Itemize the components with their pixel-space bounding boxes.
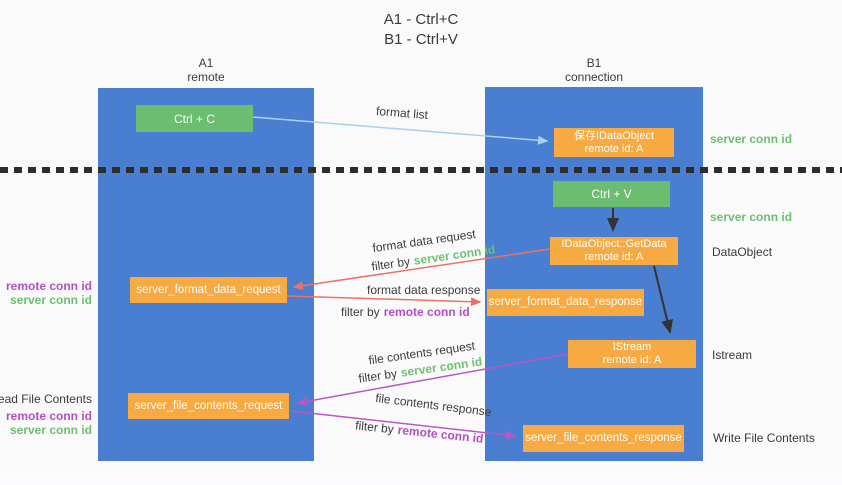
remote-conn-id-text: remote conn id	[397, 422, 485, 446]
filter-by-text: filter by	[354, 418, 395, 437]
annotation-left-top-group: remote conn id server conn id	[0, 279, 92, 307]
lifeline-header-right: B1 connection	[485, 56, 703, 84]
node-server-file-contents-response: server_file_contents_response	[523, 425, 684, 452]
node-ctrl-v-label: Ctrl + V	[591, 187, 632, 201]
annotation-read-file-contents: Read File Contents	[0, 392, 92, 406]
node-server-file-contents-request: server_file_contents_request	[128, 393, 289, 419]
node-istream: IStream remote id: A	[568, 340, 696, 368]
node-server-format-data-request-label: server_format_data_request	[136, 283, 281, 296]
annotation-left-bottom-group: Read File Contents remote conn id server…	[0, 392, 92, 437]
title-line-1: A1 - Ctrl+C	[383, 11, 459, 28]
annotation-write-file-contents: Write File Contents	[713, 431, 815, 445]
node-server-file-contents-request-label: server_file_contents_request	[134, 399, 283, 412]
remote-conn-id-text: remote conn id	[383, 305, 470, 319]
annotation-server-conn-id-right-1: server conn id	[710, 132, 793, 146]
lifeline-header-left: A1 remote	[98, 56, 314, 84]
annotation-remote-conn-id-left-top: remote conn id	[5, 279, 92, 293]
annotation-remote-conn-id-left-bottom: remote conn id	[5, 409, 92, 423]
node-idataobject-getdata-line2: remote id: A	[584, 251, 644, 263]
title-line-2: B1 - Ctrl+V	[384, 31, 458, 48]
node-save-dataobject: 保存IDataObject remote id: A	[554, 128, 674, 157]
lifeline-right-name: B1	[586, 56, 602, 70]
annotation-server-conn-id-left-bottom: server conn id	[9, 423, 92, 437]
phase-separator-dotted-line	[0, 167, 842, 173]
node-istream-line1: IStream	[612, 341, 652, 353]
footer-strip	[0, 471, 842, 485]
filter-by-text: filter by	[357, 366, 398, 386]
node-save-dataobject-line1: 保存IDataObject	[573, 129, 655, 142]
edge-label-format-data-response: format data response	[367, 283, 481, 297]
filter-by-text: filter by	[370, 254, 411, 274]
node-idataobject-getdata: IDataObject::GetData remote id: A	[550, 237, 678, 265]
annotation-dataobject: DataObject	[712, 245, 773, 259]
annotation-server-conn-id-right-2: server conn id	[710, 210, 793, 224]
edge-filter-file-contents-response: filter by remote conn id	[355, 418, 484, 445]
edge-label-file-contents-response: file contents response	[374, 390, 493, 420]
diagram-title: A1 - Ctrl+C B1 - Ctrl+V	[0, 10, 842, 50]
node-server-format-data-response: server_format_data_response	[487, 289, 644, 316]
lifeline-left-role: remote	[187, 70, 225, 84]
filter-by-text: filter by	[341, 305, 380, 319]
node-istream-line2: remote id: A	[602, 354, 662, 366]
edge-label-format-list: format list	[375, 103, 429, 123]
lifeline-right-role: connection	[564, 70, 624, 84]
node-server-format-data-response-label: server_format_data_response	[488, 296, 643, 308]
node-ctrl-c: Ctrl + C	[136, 105, 253, 132]
edge-filter-format-data-response: filter by remote conn id	[341, 305, 470, 319]
node-server-format-data-request: server_format_data_request	[130, 277, 287, 303]
node-ctrl-v: Ctrl + V	[553, 181, 670, 207]
node-save-dataobject-line2: remote id: A	[584, 142, 644, 155]
annotation-istream: Istream	[712, 348, 753, 362]
node-ctrl-c-label: Ctrl + C	[173, 111, 215, 126]
node-idataobject-getdata-line1: IDataObject::GetData	[561, 238, 667, 250]
annotation-server-conn-id-left-top: server conn id	[9, 293, 92, 307]
node-server-file-contents-response-label: server_file_contents_response	[525, 432, 682, 444]
lifeline-left-name: A1	[198, 56, 214, 70]
